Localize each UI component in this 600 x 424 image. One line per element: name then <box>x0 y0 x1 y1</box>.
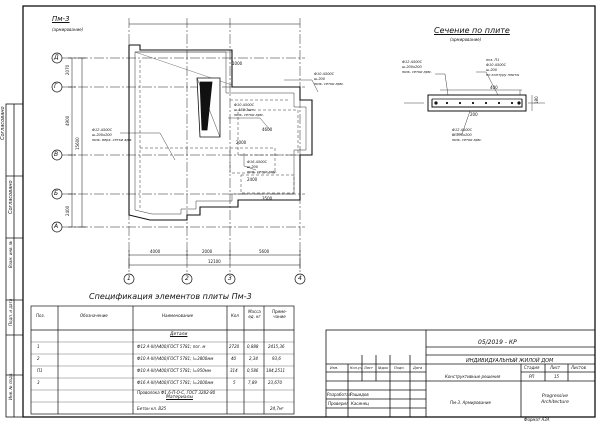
dimension-text: 200 <box>470 112 478 117</box>
spec-header: Масса ед. кг <box>248 309 261 319</box>
reinforcement-zones <box>139 60 299 210</box>
col-axis-label: 3 <box>228 275 232 282</box>
rev-header: Дата <box>413 366 423 370</box>
checker-name: Касинец <box>351 401 369 406</box>
dimension-text: 4000 <box>150 249 161 254</box>
slab-inner <box>134 51 307 215</box>
col-axis-bubbles <box>123 273 306 285</box>
plan-title: Пм-3 <box>52 15 70 23</box>
plan-dim-lines <box>68 23 301 269</box>
checker-label: Проверил <box>328 401 349 406</box>
spec-header: Поз. <box>36 313 45 318</box>
section-name: Конструктивные решения <box>445 374 501 379</box>
side-stamp-label: Взам. инв. № <box>8 240 13 268</box>
rev-header: Лист <box>364 366 373 370</box>
col-axis-label: 4 <box>298 275 302 282</box>
dimension-text: 2000 <box>236 140 247 145</box>
section-callout-left: Ф12 А500С ш.200х200 ниж. сетки арм. <box>402 60 432 74</box>
developer-name: Рашидов <box>350 392 369 397</box>
dimension-text: 2070 <box>65 64 70 75</box>
dimension-text: 3500 <box>262 196 273 201</box>
sheet-number: 15 <box>554 374 560 379</box>
col-axis-label: 1 <box>127 275 131 282</box>
sheet-format: Формат А3А <box>524 417 550 422</box>
plan-callout: Ф12 А500С ш.200х200 ниж. верх. сетки арм… <box>92 128 133 142</box>
section-rebar-dots <box>434 101 521 105</box>
spec-header: Наименование <box>162 313 194 318</box>
dimension-text: 4600 <box>262 127 273 132</box>
dimension-text: 2000 <box>202 249 213 254</box>
row-axis-label: В <box>54 151 59 158</box>
section-title: Сечение по плите <box>434 26 510 35</box>
row-axis-bubbles <box>51 52 63 233</box>
side-stamp-label: Подп. и дата <box>8 298 13 326</box>
rev-header: №док <box>378 366 389 370</box>
spec-section-materials: Материалы <box>166 395 193 400</box>
section-callout-right: поз. П1 Ф10 А500С ш.200 по контуру плиты <box>486 58 520 77</box>
dimension-text: 5600 <box>259 249 270 254</box>
drawing-name: Пм-3. Армирование <box>450 400 491 405</box>
leader-lines <box>120 79 319 171</box>
row-axis-label: Б <box>54 190 59 197</box>
developer-label: Разработал <box>327 392 352 397</box>
dimension-text: 2400 <box>65 205 70 216</box>
organization-name: Progressive Architecture <box>541 394 569 405</box>
title-block-grid <box>325 329 596 418</box>
side-stamp-label: Согласовано <box>8 180 14 214</box>
row-axis-label: Г <box>54 83 58 90</box>
dimension-text: 4900 <box>65 115 70 126</box>
plan-grid <box>62 18 305 272</box>
spec-header: Обозначение <box>80 313 108 318</box>
dimension-text: 180 <box>534 96 539 104</box>
project-code: 05/2019 - КР <box>478 339 517 346</box>
dimension-text: 12100 <box>208 259 221 264</box>
spec-section-details: Детали <box>170 332 188 337</box>
dimension-text: 2400 <box>247 177 258 182</box>
row-axis-label: Д <box>54 54 59 61</box>
dimension-text: 1000 <box>232 61 243 66</box>
section-drawing <box>404 71 545 135</box>
rev-header: Подп. <box>394 366 405 370</box>
plan-callout: Ф10 А500С ш.150 3шт. ниж. сетки арм. <box>234 103 264 117</box>
side-stamp-label: Инв. № подл. <box>8 372 13 400</box>
plan-subtitle: (армирование) <box>52 27 84 32</box>
rev-header: Изм. <box>330 366 339 370</box>
spec-table-grid <box>30 305 295 415</box>
stage-header: Листов <box>571 365 586 370</box>
stage-header: Лист <box>550 365 561 370</box>
spec-header: Приме-чание <box>271 309 288 319</box>
project-name: ИНДИВИДУАЛЬНЫЙ ЖИЛОЙ ДОМ <box>466 358 554 364</box>
stair-opening <box>196 77 221 138</box>
spec-title: Спецификация элементов плиты Пм-3 <box>89 292 252 301</box>
stage-value: РП <box>529 374 535 379</box>
side-stamp-label: Согласовано <box>0 106 6 140</box>
side-stamp-strip <box>5 103 24 418</box>
section-callout-bottom: Ф12 А500С ш.200х200 ниж. сетки арм. <box>452 128 482 142</box>
rev-header: Кол.уч <box>350 366 363 370</box>
spec-header: Кол <box>231 313 239 318</box>
dimension-text: 400 <box>490 85 498 90</box>
col-axis-label: 2 <box>185 275 189 282</box>
section-subtitle: (армирование) <box>450 37 482 42</box>
plan-callout: Ф10 А500С ш.200 ниж. сетки арм. <box>314 72 344 86</box>
plan-callout: Ф16 А500С ш.200 ниж. сетки арм. <box>247 160 277 174</box>
dimension-text: 15600 <box>75 137 80 150</box>
row-axis-label: А <box>54 223 59 230</box>
stage-header: Стадия <box>524 365 540 370</box>
